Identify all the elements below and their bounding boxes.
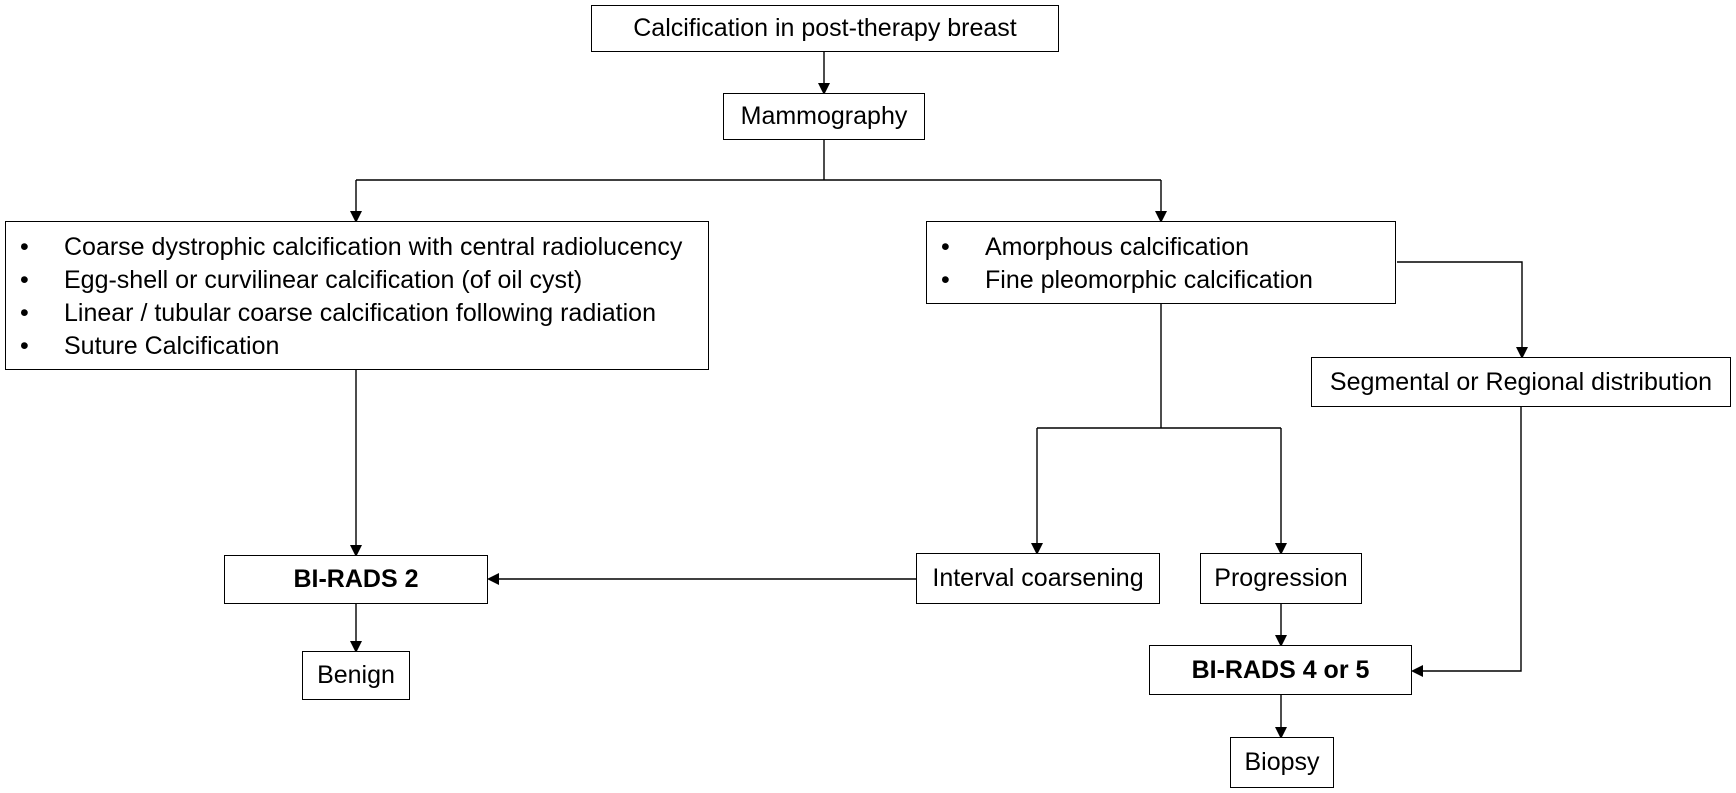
benign-features-list: •Coarse dystrophic calcification with ce… [6, 231, 708, 363]
distribution-text: Segmental or Regional distribution [1329, 367, 1713, 396]
bullet: • [941, 233, 950, 261]
title-text: Calcification in post-therapy breast [633, 14, 1017, 42]
progression-box: Progression [1200, 553, 1362, 604]
biopsy-box: Biopsy [1230, 737, 1334, 788]
bullet: • [20, 299, 29, 327]
suspicious-features-box: •Amorphous calcification •Fine pleomorph… [926, 221, 1396, 304]
benign-feature-item: •Egg-shell or curvilinear calcification … [6, 264, 708, 297]
birads45-text: BI-RADS 4 or 5 [1191, 655, 1370, 684]
bullet: • [20, 266, 29, 294]
benign-feature-item: •Suture Calcification [6, 330, 708, 363]
mammography-box: Mammography [723, 93, 925, 140]
biopsy-text: Biopsy [1244, 748, 1320, 776]
benign-feature-item: •Coarse dystrophic calcification with ce… [6, 231, 708, 264]
progression-text: Progression [1214, 564, 1348, 592]
benign-feature-item: •Linear / tubular coarse calcification f… [6, 297, 708, 330]
suspicious-features-list: •Amorphous calcification •Fine pleomorph… [927, 231, 1395, 297]
interval-coarsening-text: Interval coarsening [932, 564, 1144, 592]
suspicious-feature-item: •Amorphous calcification [927, 231, 1395, 264]
benign-features-box: •Coarse dystrophic calcification with ce… [5, 221, 709, 370]
arrow-suspicious-to-distribution [1397, 261, 1528, 359]
birads2-box: BI-RADS 2 [224, 555, 488, 604]
title-box: Calcification in post-therapy breast [591, 5, 1059, 52]
interval-coarsening-box: Interval coarsening [916, 553, 1160, 604]
bullet: • [941, 266, 950, 294]
suspicious-feature-item: •Fine pleomorphic calcification [927, 264, 1395, 297]
birads45-box: BI-RADS 4 or 5 [1149, 645, 1412, 695]
arrow-distribution-to-birads45 [1411, 407, 1522, 677]
benign-text: Benign [317, 661, 395, 689]
bullet: • [20, 233, 29, 261]
distribution-box: Segmental or Regional distribution [1311, 357, 1731, 407]
birads2-text: BI-RADS 2 [293, 565, 419, 593]
bullet: • [20, 332, 29, 360]
mammography-text: Mammography [740, 102, 908, 130]
benign-box: Benign [302, 651, 410, 700]
